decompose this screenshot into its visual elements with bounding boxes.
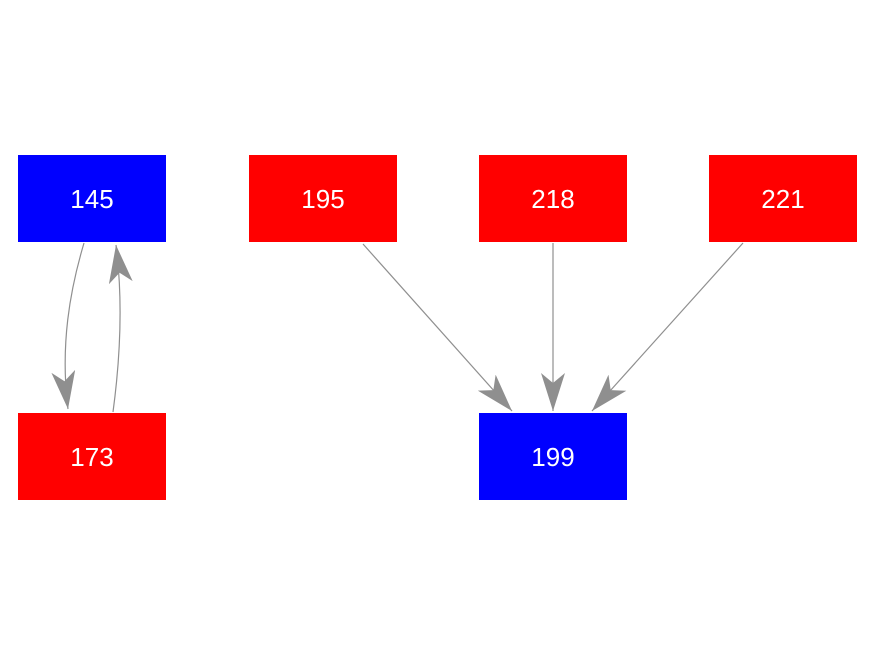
node-199[interactable]: 199 bbox=[479, 413, 627, 500]
node-199-label: 199 bbox=[531, 441, 575, 472]
edge-173-to-145 bbox=[108, 244, 133, 413]
node-221[interactable]: 221 bbox=[709, 155, 857, 242]
edge-195-to-199 bbox=[362, 243, 513, 412]
node-173-label: 173 bbox=[70, 441, 114, 472]
node-218-label: 218 bbox=[531, 183, 575, 214]
node-195[interactable]: 195 bbox=[249, 155, 397, 242]
node-173[interactable]: 173 bbox=[18, 413, 166, 500]
edge-221-to-199 bbox=[591, 242, 744, 412]
node-145[interactable]: 145 bbox=[18, 155, 166, 242]
node-195-label: 195 bbox=[301, 183, 345, 214]
node-218[interactable]: 218 bbox=[479, 155, 627, 242]
node-221-label: 221 bbox=[761, 183, 805, 214]
node-145-label: 145 bbox=[70, 183, 114, 214]
edge-145-to-173 bbox=[51, 242, 85, 410]
